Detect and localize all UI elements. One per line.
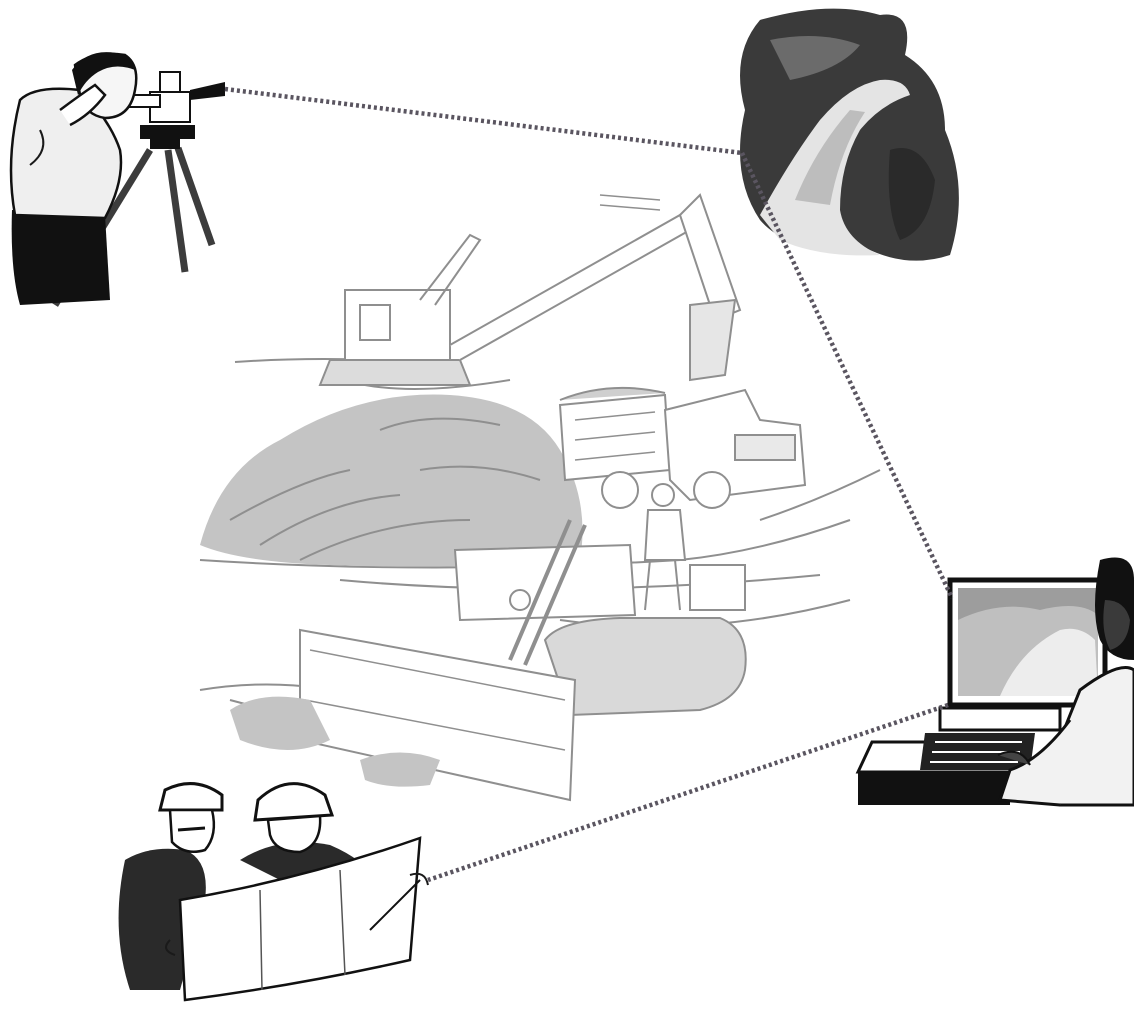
connector-surveyor-to-photo [225,89,742,153]
dirt-mound [200,395,583,567]
dump-truck [560,388,805,508]
construction-site-sketch [200,195,880,800]
site-worker [645,484,685,610]
road-aerial-photo [740,9,959,261]
surveyor-with-theodolite [11,52,225,305]
engineers-reading-plan [119,784,428,1000]
keyboard [920,733,1035,770]
surveyor-person [11,52,136,305]
excavator [320,195,740,389]
computer-operator-workstation [858,558,1134,806]
